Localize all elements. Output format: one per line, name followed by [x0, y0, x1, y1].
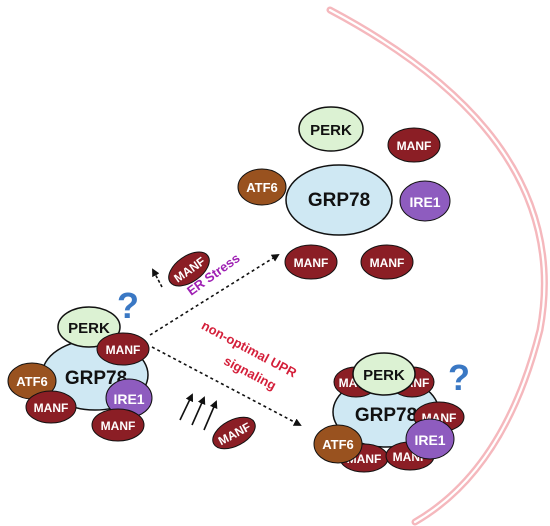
- arrow-up-1: [179, 393, 194, 421]
- arrow-manf-release: [152, 268, 163, 288]
- bound-complex-left: GRP78 PERK MANF ATF6 MANF IRE1 MANF: [7, 306, 153, 442]
- question-mark-left: ?: [117, 285, 139, 326]
- arrow-to-nonoptimal: [151, 346, 302, 426]
- manf-free-3: MANF: [360, 244, 414, 280]
- perk-right-label: PERK: [363, 367, 405, 384]
- manf-left-top: MANF: [96, 332, 150, 366]
- manf-free-2: MANF: [284, 244, 338, 280]
- arrow-up-2: [191, 396, 206, 426]
- ire1-free: IRE1: [399, 180, 451, 222]
- manf-free-1-label: MANF: [397, 139, 432, 153]
- question-mark-right: ?: [448, 357, 470, 398]
- grp78-right-label: GRP78: [355, 405, 417, 426]
- manf-left-bottom-2: MANF: [91, 408, 145, 442]
- manf-left-bottom-1-label: MANF: [34, 401, 69, 415]
- atf6-left: ATF6: [7, 362, 57, 400]
- arrows: [149, 253, 302, 431]
- grp78-free-label: GRP78: [308, 190, 370, 211]
- manf-free-2-label: MANF: [294, 256, 329, 270]
- arrow-to-er-stress: [149, 253, 280, 336]
- er-membrane: [326, 6, 548, 526]
- ire1-free-label: IRE1: [409, 194, 440, 210]
- free-complex-er-stress: GRP78 PERK MANF ATF6 IRE1 MANF MANF: [237, 106, 451, 280]
- manf-left-bottom-1: MANF: [25, 390, 77, 424]
- atf6-free-label: ATF6: [246, 180, 278, 195]
- ire1-right: IRE1: [405, 418, 455, 460]
- perk-free-label: PERK: [310, 122, 352, 139]
- manf-left-bottom-2-label: MANF: [101, 419, 136, 433]
- manf-free-1: MANF: [387, 127, 441, 163]
- atf6-right: ATF6: [313, 424, 363, 464]
- arrow-up-3: [203, 400, 218, 431]
- ire1-right-label: IRE1: [414, 432, 445, 448]
- perk-free: PERK: [298, 106, 364, 152]
- ire1-left-label: IRE1: [113, 391, 144, 407]
- manf-released-bottom: MANF: [212, 416, 256, 450]
- atf6-free: ATF6: [237, 168, 287, 206]
- manf-free-3-label: MANF: [370, 256, 405, 270]
- perk-right: PERK: [352, 352, 416, 396]
- bound-complex-right: GRP78 MANF MANF PERK MANF MANF MANF ATF: [313, 352, 465, 473]
- perk-left: PERK: [57, 306, 121, 348]
- grp78-free: GRP78: [285, 164, 393, 236]
- perk-left-label: PERK: [68, 320, 110, 337]
- manf-left-top-label: MANF: [106, 343, 141, 357]
- atf6-left-label: ATF6: [16, 374, 48, 389]
- grp78-left-label: GRP78: [65, 368, 127, 389]
- atf6-right-label: ATF6: [322, 437, 354, 452]
